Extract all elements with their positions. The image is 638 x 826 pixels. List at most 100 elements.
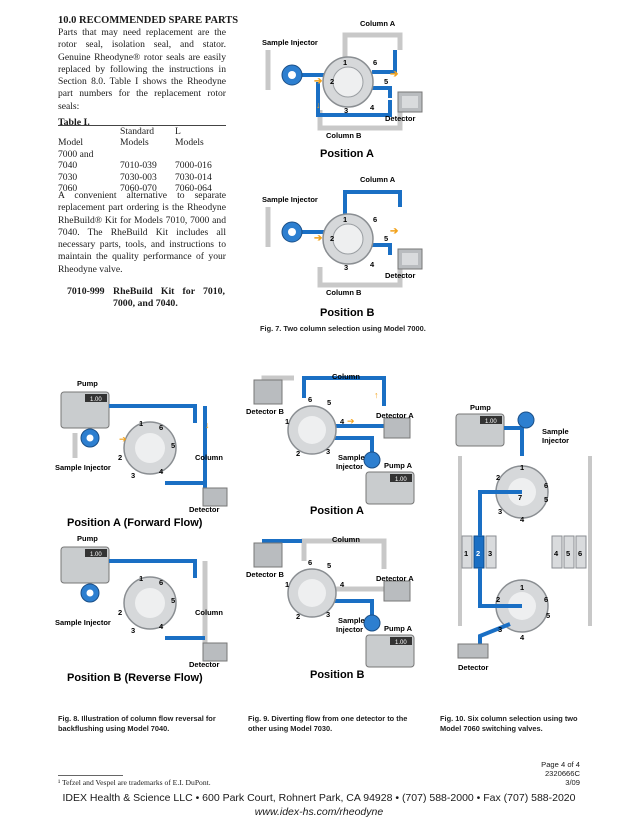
table-header-cell: Model xyxy=(58,137,84,149)
svg-text:➔: ➔ xyxy=(314,233,323,244)
fig8b-port-5: 5 xyxy=(171,596,175,605)
section-heading: 10.0 RECOMMENDED SPARE PARTS xyxy=(58,15,239,26)
fig7-port-5: 5 xyxy=(384,77,388,86)
fig8b-pump-label: Pump xyxy=(77,534,98,543)
document-date: 3/09 xyxy=(565,778,580,787)
fig9b-pump-a-label: Pump A xyxy=(384,624,413,633)
fig8b-port-1: 1 xyxy=(139,574,143,583)
table-row: 7030 7030-003 7030-014 xyxy=(58,172,228,183)
table-cell: 7030 xyxy=(58,171,78,183)
fig7b-port-4: 4 xyxy=(370,260,375,269)
fig7-position-b-label: Position B xyxy=(320,307,374,319)
figure-9-caption: Fig. 9. Diverting flow from one detector… xyxy=(248,714,408,733)
table-cell: 7000 and xyxy=(58,148,94,160)
fig8-pump-display: 1.00 xyxy=(90,397,102,403)
fig7-column-a-label: Column A xyxy=(360,19,396,28)
fig7-port-2: 2 xyxy=(330,77,334,86)
fig9-column-label: Column xyxy=(332,372,360,381)
fig9-detector-a-label: Detector A xyxy=(376,411,414,420)
figure-10-caption: Fig. 10. Six column selection using two … xyxy=(440,714,578,733)
fig8-column-label: Column xyxy=(195,453,223,462)
fig9-position-a: ↑ ➔ xyxy=(253,375,415,505)
fig8-port-1: 1 xyxy=(139,419,143,428)
svg-text:➔: ➔ xyxy=(314,76,323,87)
fig8b-port-4: 4 xyxy=(159,622,164,631)
fig7b-port-1: 1 xyxy=(343,215,347,224)
table-cell: 7040 xyxy=(58,160,78,172)
table-header-cell: Models xyxy=(120,137,149,149)
fig8b-column-label: Column xyxy=(195,608,223,617)
fig7b-sample-injector-label: Sample Injector xyxy=(262,195,318,204)
table-row: 7060 7060-070 7060-064 xyxy=(58,183,228,194)
fig9-pump-display: 1.00 xyxy=(395,477,407,483)
footnote: ¹ Tefzel and Vespel are trademarks of E.… xyxy=(58,778,211,787)
fig9b-injector-label: Injector xyxy=(336,625,363,634)
table-cell xyxy=(120,149,175,160)
parts-table: Standard L Model Models Models 7000 and … xyxy=(58,126,228,194)
fig7b-column-a-label: Column A xyxy=(360,175,396,184)
fig10-upper-port-4: 4 xyxy=(520,515,525,524)
fig10-injector-label: Injector xyxy=(542,436,569,445)
fig9b-port-3: 3 xyxy=(326,610,330,619)
table-row: 7000 and xyxy=(58,149,228,160)
fig9-port-5: 5 xyxy=(327,398,331,407)
svg-text:➔: ➔ xyxy=(390,69,399,80)
fig10-column-1: 1 xyxy=(464,549,468,558)
svg-text:↓: ↓ xyxy=(205,420,210,430)
fig8-port-4: 4 xyxy=(159,467,164,476)
fig7-port-3: 3 xyxy=(344,106,348,115)
fig8-position-a: 1.00 ➔ ↓ xyxy=(60,391,228,507)
fig10-column-3: 3 xyxy=(488,549,492,558)
fig7b-column-b-label: Column B xyxy=(326,288,362,297)
table-header-cell: Standard xyxy=(120,126,155,137)
fig8b-pump-display: 1.00 xyxy=(90,552,102,558)
fig10-upper-port-3: 3 xyxy=(498,507,502,516)
figure-9-diagram: ↑ ➔ Column Detector B Detector A 6 5 1 4… xyxy=(246,372,415,681)
fig9-port-3: 3 xyxy=(326,447,330,456)
fig10-lower-port-2: 2 xyxy=(496,595,500,604)
fig10-lower-port-3: 3 xyxy=(498,625,502,634)
table-cell: 7030-003 xyxy=(120,171,157,183)
table-cell: 7000-016 xyxy=(175,160,212,172)
fig9b-pump-display: 1.00 xyxy=(395,640,407,646)
fig8-position-b xyxy=(60,546,228,662)
fig9-position-b-label: Position B xyxy=(310,669,364,681)
company-website: www.idex-hs.com/rheodyne xyxy=(254,806,384,818)
table-cell: 7010-039 xyxy=(120,160,157,172)
rhebuild-paragraph: A convenient alternative to separate rep… xyxy=(58,190,226,275)
fig8b-port-6: 6 xyxy=(159,578,163,587)
fig9b-port-1: 1 xyxy=(285,580,289,589)
footnote-rule xyxy=(58,775,123,776)
table-cell: 7030-014 xyxy=(175,171,212,183)
fig8-port-3: 3 xyxy=(131,471,135,480)
svg-text:↑: ↑ xyxy=(374,390,379,400)
table-header-row: Model Models Models xyxy=(58,137,228,148)
figure-8-diagram: 1.00 ➔ ↓ Pump 1 6 5 2 3 4 Sample Injecto… xyxy=(55,379,228,684)
kit-description: RheBuild Kit for 7010, 7000, and 7040. xyxy=(113,286,225,309)
fig8-port-2: 2 xyxy=(118,453,122,462)
fig7-position-a-label: Position A xyxy=(320,148,374,160)
fig10-column-6: 6 xyxy=(578,549,582,558)
table-cell xyxy=(175,149,228,160)
fig7-port-1: 1 xyxy=(343,58,347,67)
figure-7-caption: Fig. 7. Two column selection using Model… xyxy=(260,324,426,333)
figure-10-diagram: 1.00 Pump Sample Injector 1 2 3 4 5 6 1 … xyxy=(455,403,592,672)
fig8-port-6: 6 xyxy=(159,423,163,432)
fig10-column-4: 4 xyxy=(554,549,559,558)
fig8-position-b-label: Position B (Reverse Flow) xyxy=(67,672,203,684)
fig9b-port-5: 5 xyxy=(327,561,331,570)
fig7-position-a: ➔ ➔ ↓ xyxy=(265,32,423,131)
fig10-detector-label: Detector xyxy=(458,663,489,672)
fig8b-port-3: 3 xyxy=(131,626,135,635)
fig10-upper-port-7: 7 xyxy=(518,493,522,502)
fig10-column-5: 5 xyxy=(566,549,570,558)
fig7-column-b-label: Column B xyxy=(326,131,362,140)
fig7-port-6: 6 xyxy=(373,58,377,67)
fig8-pump-label: Pump xyxy=(77,379,98,388)
table-cell: 7060-070 xyxy=(120,183,157,195)
figure-8-caption: Fig. 8. Illustration of column flow reve… xyxy=(58,714,216,733)
fig8b-sample-injector-label: Sample Injector xyxy=(55,618,111,627)
fig10-pump-display: 1.00 xyxy=(485,419,497,425)
table-cell: 7060 xyxy=(58,183,78,195)
fig10-upper-port-1: 1 xyxy=(520,463,524,472)
